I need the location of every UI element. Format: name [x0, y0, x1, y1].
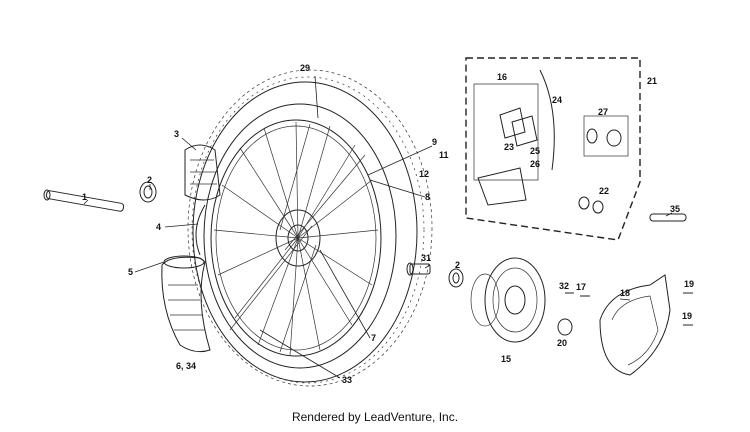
callout-label: 24 — [552, 95, 562, 105]
callout-label: 23 — [504, 142, 514, 152]
callout-label: 21 — [647, 76, 657, 86]
callout-label: 7 — [371, 333, 376, 343]
brake-disc — [470, 257, 546, 343]
callout-label: 26 — [530, 159, 540, 169]
bolts — [565, 292, 693, 326]
callout-label: 33 — [342, 375, 352, 385]
callout-label: 16 — [497, 72, 507, 82]
rim-strip — [195, 204, 206, 256]
callout-labels: 1 2 3 4 5 6, 34 29 9 11 12 8 7 33 31 2 1… — [82, 63, 694, 385]
callout-label: 35 — [670, 204, 680, 214]
callout-label: 19 — [682, 311, 692, 321]
washer — [557, 318, 573, 336]
callout-label: 5 — [128, 267, 133, 277]
callout-label: 9 — [432, 137, 437, 147]
callout-label: 20 — [557, 338, 567, 348]
tire — [187, 69, 433, 387]
callout-label: 17 — [576, 282, 586, 292]
spacer — [406, 262, 431, 276]
callout-label: 2 — [455, 260, 460, 270]
rim-and-spokes — [210, 119, 382, 357]
callout-label: 32 — [559, 281, 569, 291]
callout-label: 25 — [530, 146, 540, 156]
callout-label: 12 — [419, 169, 429, 179]
axle-bolt — [649, 213, 687, 222]
callout-label: 6, 34 — [176, 361, 196, 371]
tube-section — [184, 144, 221, 201]
callout-label: 8 — [425, 192, 430, 202]
disc-guard — [599, 274, 671, 376]
tire-section — [161, 255, 211, 353]
bearing-right — [448, 268, 464, 288]
callout-label: 2 — [147, 175, 152, 185]
callout-label: 4 — [156, 222, 161, 232]
callout-label: 18 — [620, 288, 630, 298]
leader-lines — [83, 75, 673, 379]
callout-label: 1 — [82, 192, 87, 202]
callout-label: 3 — [174, 129, 179, 139]
callout-label: 31 — [421, 253, 431, 263]
callout-label: 29 — [300, 63, 310, 73]
rendered-by-footer: Rendered by LeadVenture, Inc. — [291, 410, 459, 424]
bearing-left — [139, 181, 157, 203]
axle — [43, 189, 125, 212]
callout-label: 27 — [598, 107, 608, 117]
callout-label: 19 — [684, 279, 694, 289]
callout-label: 22 — [599, 186, 609, 196]
callout-label: 15 — [501, 354, 511, 364]
callout-label: 11 — [439, 150, 449, 160]
caliper-assembly-box — [465, 57, 641, 241]
